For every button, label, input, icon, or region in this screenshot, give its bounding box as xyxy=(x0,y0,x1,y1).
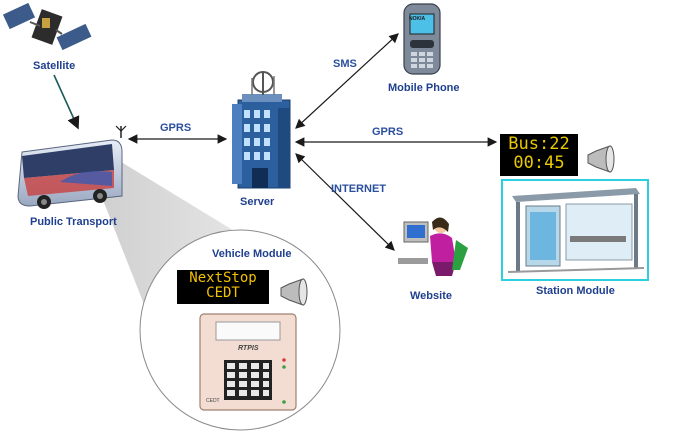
satellite-icon xyxy=(2,2,92,51)
bus-shelter-icon xyxy=(507,188,645,273)
phone-brand-text: NOKIA xyxy=(409,16,426,22)
vehicle-display-line1: NextStop xyxy=(189,270,257,286)
station-module-label: Station Module xyxy=(536,285,615,297)
bus-server-connection-label: GPRS xyxy=(160,122,192,134)
station-display-line2: 00:45 xyxy=(513,153,565,173)
public-transport-label: Public Transport xyxy=(30,216,117,228)
server-phone-connection-label: SMS xyxy=(333,58,357,70)
server-website-connection-label: INTERNET xyxy=(331,183,386,195)
device-maker-text: CEDT xyxy=(206,398,220,404)
vehicle-module-label: Vehicle Module xyxy=(212,248,292,260)
antenna-icon xyxy=(115,125,127,138)
vehicle-display-line2: CEDT xyxy=(206,285,240,301)
server-label: Server xyxy=(240,196,275,208)
mobile-phone-icon xyxy=(403,3,441,75)
keypad-device-icon xyxy=(199,313,297,411)
vehicle-display: NextStop CEDT xyxy=(177,271,269,303)
website-label: Website xyxy=(410,290,452,302)
bus-icon xyxy=(17,139,123,209)
server-website-arrow xyxy=(295,153,395,251)
vehicle-speaker-icon xyxy=(280,278,308,306)
website-user-icon xyxy=(398,217,468,276)
server-phone-arrow xyxy=(295,33,399,129)
mobile-phone-label: Mobile Phone xyxy=(388,82,460,94)
device-brand-text: RTPIS xyxy=(238,345,259,352)
satellite-label: Satellite xyxy=(33,60,76,72)
satellite-signal-arrow xyxy=(53,74,80,130)
station-display-line1: Bus:22 xyxy=(508,134,570,154)
speaker-icon xyxy=(587,145,615,173)
station-display: Bus:22 00:45 xyxy=(500,136,578,174)
server-icon xyxy=(232,71,291,189)
server-station-connection-label: GPRS xyxy=(372,126,404,138)
